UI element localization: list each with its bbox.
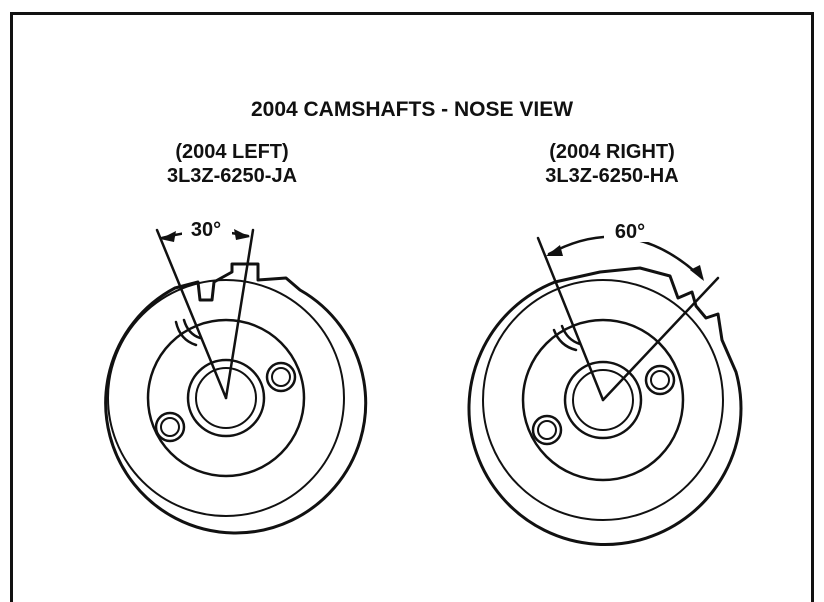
camshaft-nose-diagram: 2004 CAMSHAFTS - NOSE VIEW (2004 LEFT) 3…: [104, 98, 743, 546]
left-cam-reference-line-1: [155, 228, 228, 400]
right-cam-bolt-hole-left: [531, 414, 563, 446]
left-cam-inner-ring: [107, 279, 345, 517]
diagram-frame: [10, 12, 814, 602]
left-cam-angle-label: 30°: [191, 219, 221, 241]
right-cam-angle-label: 60°: [615, 221, 645, 243]
left-cam-hub: [146, 318, 306, 478]
left-cam-reference-line-2: [224, 228, 255, 400]
right-cam-arrow-left: [546, 245, 563, 256]
left-cam-dowel-slot: [174, 318, 202, 347]
right-cam-bolt-hole-left-inner: [537, 420, 557, 440]
left-cam-angle-label-bg: [182, 216, 232, 240]
left-camshaft: 30°: [104, 216, 368, 535]
right-cam-hub: [521, 318, 685, 482]
left-cam-part-number: 3L3Z-6250-JA: [167, 165, 297, 187]
right-cam-dowel-slot: [552, 324, 582, 352]
diagram-title: 2004 CAMSHAFTS - NOSE VIEW: [251, 98, 573, 121]
right-cam-label: (2004 RIGHT): [549, 141, 675, 163]
left-cam-center-bore: [186, 358, 266, 438]
left-cam-arrow-right: [234, 229, 250, 240]
left-cam-bolt-hole-left-inner: [160, 417, 180, 437]
right-cam-bolt-hole-right: [644, 364, 676, 396]
right-cam-reference-line-1: [536, 236, 605, 402]
right-cam-bolt-hole-right-inner: [650, 370, 670, 390]
right-cam-outer-rim: [467, 266, 743, 546]
left-cam-arrow-left: [160, 231, 176, 242]
left-cam-outer-rim: [104, 262, 368, 535]
left-cam-center-bore-inner: [195, 367, 257, 429]
right-cam-inner-ring: [482, 279, 724, 521]
left-cam-label: (2004 LEFT): [175, 141, 288, 163]
right-cam-arrow-right: [690, 265, 704, 281]
right-cam-reference-line-2: [601, 276, 720, 402]
right-camshaft: 60°: [467, 218, 743, 546]
left-cam-bolt-hole-right: [265, 361, 297, 393]
right-cam-part-number: 3L3Z-6250-HA: [545, 165, 678, 187]
left-cam-bolt-hole-right-inner: [271, 367, 291, 387]
right-cam-angle-label-bg: [604, 218, 656, 242]
right-cam-center-bore-inner: [572, 369, 634, 431]
left-cam-bolt-hole-left: [154, 411, 186, 443]
right-cam-center-bore: [563, 360, 643, 440]
